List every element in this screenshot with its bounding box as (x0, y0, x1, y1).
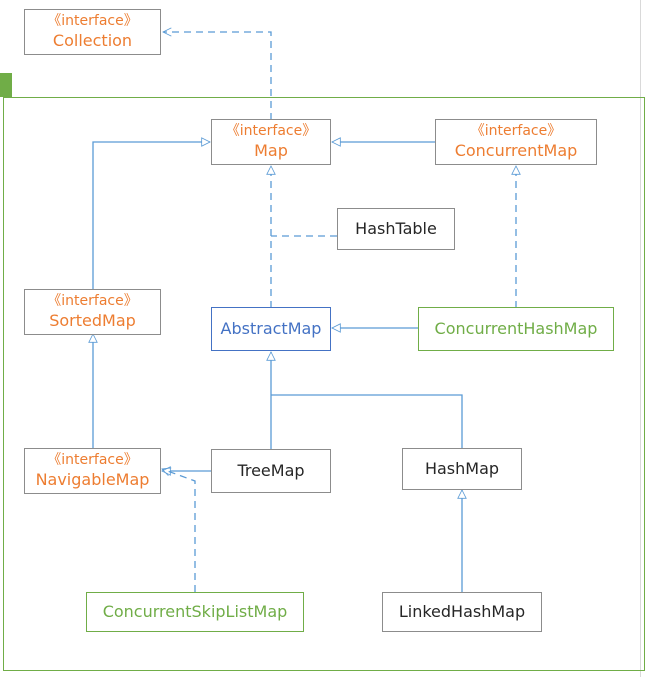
edge-map-collection (163, 32, 272, 120)
node-label: SortedMap (49, 310, 136, 330)
interface-stereotype: 《interface》 (47, 13, 138, 30)
node-label: ConcurrentMap (454, 140, 578, 160)
interface-stereotype: 《interface》 (47, 293, 138, 310)
node-label: TreeMap (237, 461, 305, 480)
edge-sortedmap-map (92, 142, 210, 290)
group-frame-tab (0, 73, 12, 97)
node-label: ConcurrentSkipListMap (102, 602, 288, 621)
map-family-group-frame (3, 97, 645, 671)
node-label: ConcurrentHashMap (434, 319, 598, 338)
node-collection: 《interface》 Collection (24, 9, 161, 55)
edge-skiplistmap-navigablemap (162, 469, 196, 592)
node-concurrent-hash-map: ConcurrentHashMap (418, 307, 614, 351)
node-label: Map (254, 140, 288, 160)
node-label: HashTable (355, 219, 437, 238)
node-sorted-map: 《interface》 SortedMap (24, 289, 161, 335)
node-hash-map: HashMap (402, 448, 522, 490)
interface-stereotype: 《interface》 (225, 123, 317, 140)
page-divider-line (640, 0, 641, 677)
node-concurrent-map: 《interface》 ConcurrentMap (435, 119, 597, 165)
node-concurrent-skip-list-map: ConcurrentSkipListMap (86, 592, 304, 632)
node-label: AbstractMap (220, 319, 322, 338)
node-label: HashMap (424, 459, 500, 478)
edge-hashmap-abstractmap (271, 394, 463, 448)
node-label: LinkedHashMap (398, 602, 526, 621)
node-label: NavigableMap (35, 469, 150, 489)
node-navigable-map: 《interface》 NavigableMap (24, 448, 161, 494)
node-abstract-map: AbstractMap (211, 307, 331, 351)
interface-stereotype: 《interface》 (47, 452, 138, 469)
interface-stereotype: 《interface》 (470, 123, 562, 140)
node-hashtable: HashTable (337, 208, 455, 250)
node-tree-map: TreeMap (211, 449, 331, 493)
node-label: Collection (52, 30, 133, 50)
node-map: 《interface》 Map (211, 119, 331, 165)
node-linked-hash-map: LinkedHashMap (382, 592, 542, 632)
